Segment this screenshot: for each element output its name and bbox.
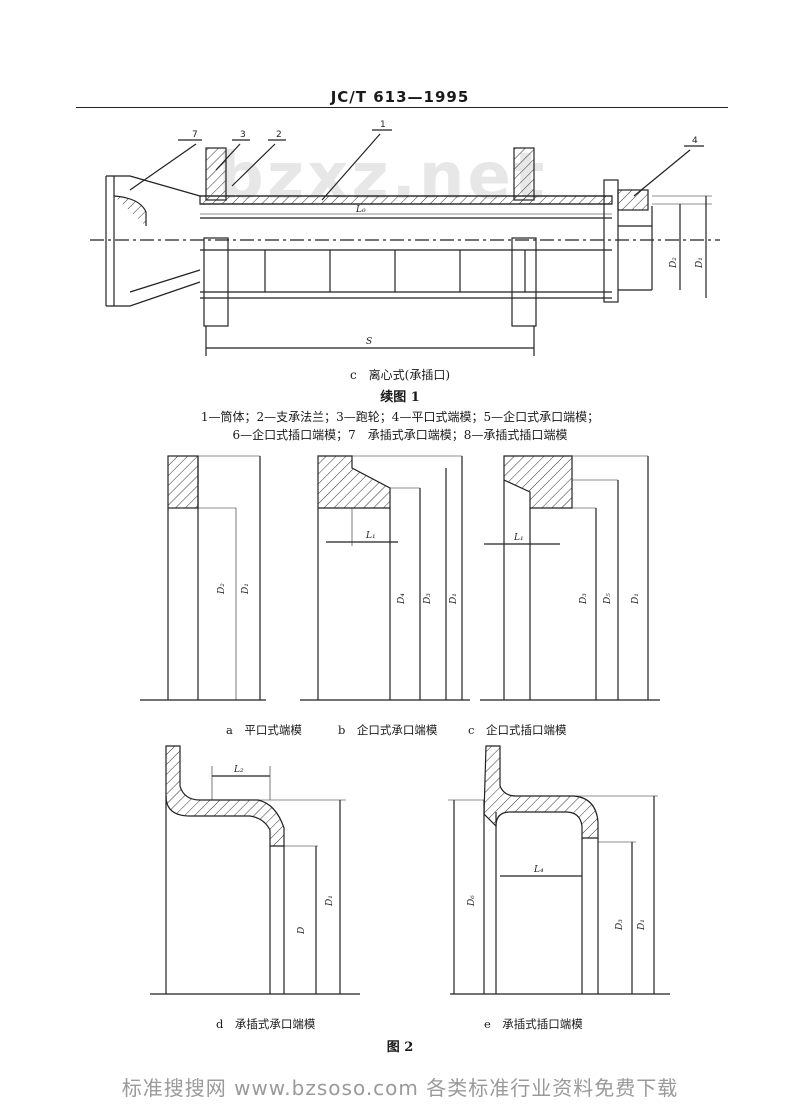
fig2c-D3: D₃: [579, 593, 589, 605]
fig2d-D: D: [297, 927, 307, 935]
fig2a-caption: a 平口式端模: [226, 723, 302, 737]
figure1-title: 续图 1: [380, 390, 420, 405]
fig2e-D6: D₆: [467, 895, 477, 907]
fig2e-drawing: [448, 745, 670, 995]
fig2d-caption: d 承插式承口端模: [216, 1017, 316, 1031]
fig2d-L2: L₂: [233, 765, 244, 775]
callout-7: 7: [192, 130, 198, 140]
fig2b-caption: b 企口式承口端模: [338, 723, 438, 737]
header-rule: [76, 107, 728, 108]
figure1-legend-line2: 6—企口式插口端模；7 承插式承口端模；8—承插式插口端模: [232, 428, 568, 442]
fig2a-D2: D₂: [217, 583, 227, 595]
fig2b-L1: L₁: [365, 531, 376, 541]
fig2c-L1: L₁: [513, 533, 524, 543]
callout-4: 4: [692, 136, 698, 146]
callout-3: 3: [240, 130, 246, 140]
figure1-subcaption: c 离心式(承插口): [349, 368, 451, 382]
standard-code-header: JC/T 613—1995: [330, 88, 470, 106]
dim-L0: L₀: [355, 205, 366, 215]
fig2a-drawing: [140, 455, 266, 701]
fig2d-drawing: [150, 745, 360, 995]
dim-S: S: [366, 337, 372, 347]
fig2b-D1: D₁: [449, 593, 459, 605]
figure1-legend-line1: 1—筒体；2—支承法兰；3—跑轮；4—平口式端模；5—企口式承口端模；: [200, 410, 600, 424]
fig2d-D1: D₁: [325, 895, 335, 907]
fig2e-D3: D₃: [615, 919, 625, 931]
fig2e-D1: D₁: [637, 919, 647, 931]
callout-1: 1: [380, 120, 386, 130]
fig2a-D1: D₁: [241, 583, 251, 595]
dim-D2: D₂: [669, 257, 679, 269]
fig2b-drawing: [300, 455, 470, 701]
fig2c-D1: D₁: [631, 593, 641, 605]
dim-D1: D₁: [695, 257, 705, 269]
fig2c-caption: c 企口式插口端模: [468, 723, 567, 737]
figure2-title: 图 2: [386, 1040, 414, 1055]
fig2c-drawing: [480, 455, 660, 701]
fig2b-D3: D₃: [423, 593, 433, 605]
fig2e-L4: L₄: [533, 865, 544, 875]
fig2c-D5: D₅: [603, 593, 613, 605]
footer-watermark: 标准搜搜网 www.bzsoso.com 各类标准行业资料免费下载: [121, 1076, 679, 1100]
callout-2: 2: [276, 130, 282, 140]
fig2b-D4: D₄: [397, 593, 407, 605]
fig2e-caption: e 承插式插口端模: [484, 1017, 583, 1031]
